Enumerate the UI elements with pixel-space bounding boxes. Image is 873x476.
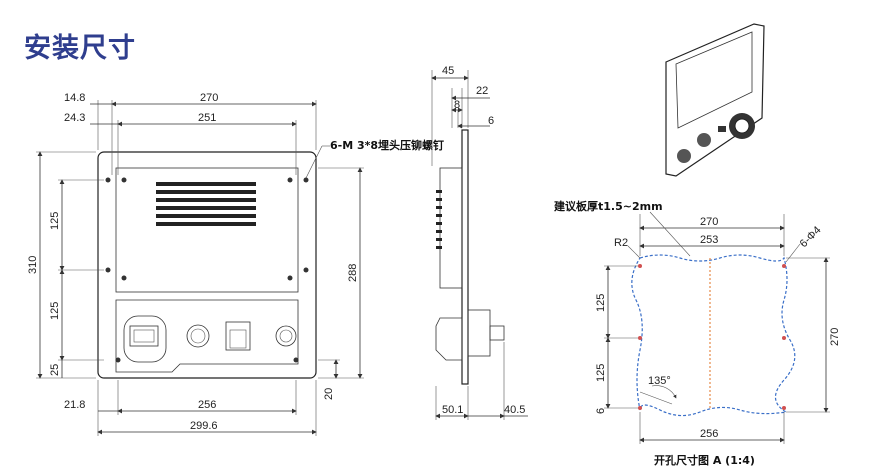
round-button-right <box>275 325 297 347</box>
front-panel-outline <box>97 151 317 379</box>
dim-25: 25 <box>49 364 61 376</box>
iso-view <box>665 23 765 177</box>
iso-panel <box>665 23 765 177</box>
screen-area <box>115 167 299 293</box>
dim-40-5: 40.5 <box>504 404 525 416</box>
cutout-dim-256: 256 <box>700 428 718 440</box>
screw-holes <box>105 177 309 363</box>
cutout-dim-270: 270 <box>700 216 718 228</box>
side-housing <box>439 167 463 289</box>
dim-251: 251 <box>198 112 216 124</box>
cutout-caption: 开孔尺寸图 A (1:4) <box>654 453 755 467</box>
control-area <box>115 299 299 373</box>
dim-14-8: 14.8 <box>64 92 85 104</box>
square-socket <box>225 321 251 351</box>
dim-6-side: 6 <box>488 115 494 127</box>
iso-button-2 <box>677 149 691 163</box>
front-view: 14.8 270 24.3 251 310 125 125 25 288 20 … <box>27 92 444 436</box>
page-title: 安装尺寸 <box>24 33 136 64</box>
cutout-outline <box>631 254 796 417</box>
dim-288: 288 <box>347 264 359 282</box>
dim-50-1: 50.1 <box>442 404 463 416</box>
dim-270-top: 270 <box>200 92 218 104</box>
angle-label: 135° <box>648 375 671 387</box>
side-knob <box>467 309 491 357</box>
cutout-dim-125-upper: 125 <box>595 294 607 312</box>
iso-button-1 <box>697 133 711 147</box>
vent-slots <box>156 182 256 226</box>
dim-125-upper: 125 <box>49 212 61 230</box>
dim-256: 256 <box>198 399 216 411</box>
cutout-dim-253: 253 <box>700 234 718 246</box>
dim-45: 45 <box>442 65 454 77</box>
dim-21-8: 21.8 <box>64 399 85 411</box>
cutout-dim-6: 6 <box>595 408 607 414</box>
hole-note: 6-Φ4 <box>798 224 824 250</box>
side-rear-connector <box>435 317 463 361</box>
round-button-left <box>186 324 210 348</box>
cutout-view: 270 253 125 125 6 270 256 R2 6-Φ4 135° 建… <box>554 199 841 467</box>
dim-8: 8 <box>454 99 460 111</box>
iso-screen <box>675 31 753 129</box>
dim-310: 310 <box>27 256 39 274</box>
dim-20: 20 <box>323 388 335 400</box>
dim-125-lower: 125 <box>49 302 61 320</box>
cutout-dim-125-lower: 125 <box>595 364 607 382</box>
cutout-dim-270-vertical: 270 <box>829 328 841 346</box>
dim-24-3: 24.3 <box>64 112 85 124</box>
plate-thickness-note: 建议板厚t1.5~2mm <box>554 199 663 213</box>
dim-22: 22 <box>476 85 488 97</box>
side-bezel <box>461 129 469 385</box>
dim-299-6: 299.6 <box>190 420 218 432</box>
corner-radius-label: R2 <box>614 237 628 249</box>
screw-note: 6-M 3*8埋头压铆螺钉 <box>330 138 444 152</box>
knob-module <box>123 315 167 363</box>
side-view: 45 22 8 6 50.1 40.5 <box>431 65 528 420</box>
